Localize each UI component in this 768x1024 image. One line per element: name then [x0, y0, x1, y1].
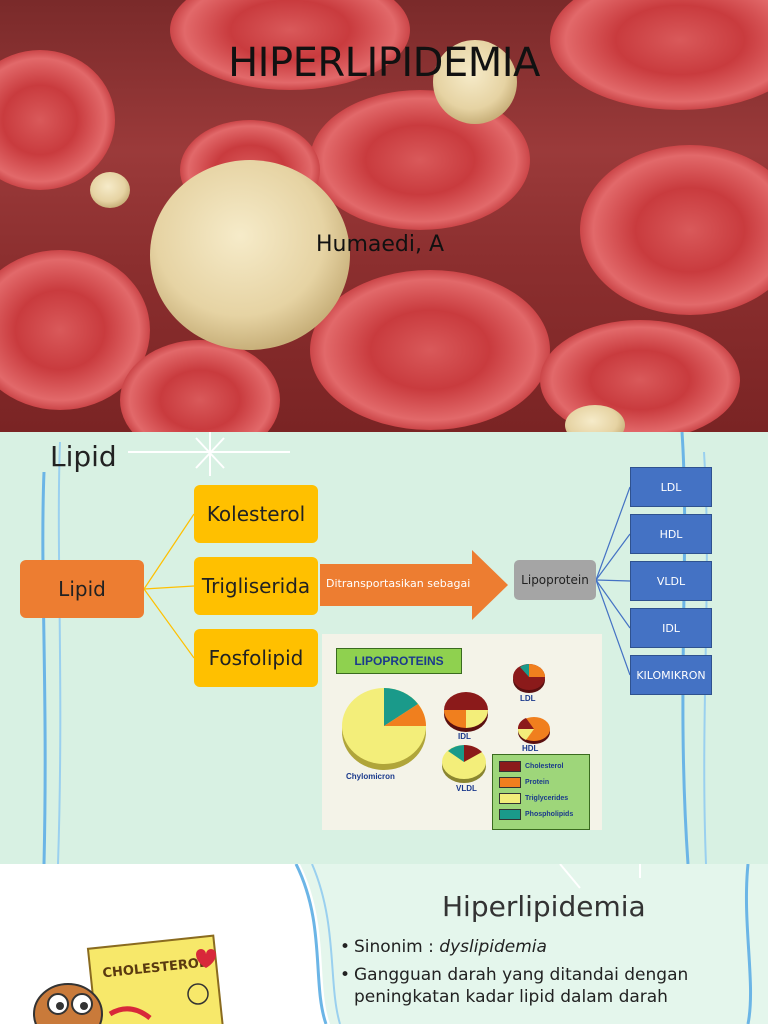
figure-heading: LIPOPROTEINS: [336, 648, 462, 674]
blood-cells-illustration: [0, 0, 768, 432]
transport-label: Ditransportasikan sebagai: [326, 577, 471, 590]
lipoproteins-figure: LIPOPROTEINS LDL IDL HDL Chylomicron VLD…: [322, 634, 602, 830]
hdl-label: HDL: [522, 744, 539, 753]
transport-arrow: [320, 550, 508, 620]
vldl-node: VLDL: [630, 561, 712, 601]
hdl-node: HDL: [630, 514, 712, 554]
kilomikron-node: KILOMIKRON: [630, 655, 712, 695]
title-slide: HIPERLIPIDEMIA Humaedi, A: [0, 0, 768, 432]
legend-item: Protein: [499, 777, 549, 788]
sparkle-icon: [188, 432, 232, 476]
ldl-node: LDL: [630, 467, 712, 507]
lipoprotein-pie-charts: [342, 664, 550, 783]
legend-item: Cholesterol: [499, 761, 564, 772]
idl-label: IDL: [458, 732, 471, 741]
legend-item: Phospholipids: [499, 809, 573, 820]
author-name: Humaedi, A: [316, 232, 445, 257]
bullet-list: Sinonim : dyslipidemia Gangguan darah ya…: [340, 936, 750, 1014]
legend-swatch: [499, 777, 521, 788]
tree-connectors: [143, 513, 195, 659]
figure-legend: Cholesterol Protein Triglycerides Phosph…: [492, 754, 590, 830]
bullet-definition: Gangguan darah yang ditandai dengan peni…: [340, 964, 750, 1008]
trigliserida-node: Trigliserida: [194, 557, 318, 615]
slide-title: Hiperlipidemia: [442, 890, 646, 923]
lipoprotein-node: Lipoprotein: [514, 560, 596, 600]
kolesterol-node: Kolesterol: [194, 485, 318, 543]
slide-title: Lipid: [50, 440, 117, 473]
legend-item: Triglycerides: [499, 793, 568, 804]
legend-swatch: [499, 809, 521, 820]
fosfolipid-node: Fosfolipid: [194, 629, 318, 687]
bullet-synonym: Sinonim : dyslipidemia: [340, 936, 750, 958]
lipid-slide: Lipid Lipid Kolesterol Trigliserida Fosf…: [0, 432, 768, 864]
cholesterol-cartoon-icon: CHOLESTEROL: [33, 934, 224, 1024]
idl-node: IDL: [630, 608, 712, 648]
legend-swatch: [499, 761, 521, 772]
presentation-title: HIPERLIPIDEMIA: [228, 40, 540, 86]
legend-swatch: [499, 793, 521, 804]
vldl-label: VLDL: [456, 784, 477, 793]
ldl-label: LDL: [520, 694, 536, 703]
chylomicron-label: Chylomicron: [346, 772, 395, 781]
lipoprotein-connectors: [595, 486, 631, 676]
hiperlipidemia-slide: CHOLESTEROL Hiperlipidemia Sinonim : dys…: [0, 864, 768, 1024]
lipid-node: Lipid: [20, 560, 144, 618]
